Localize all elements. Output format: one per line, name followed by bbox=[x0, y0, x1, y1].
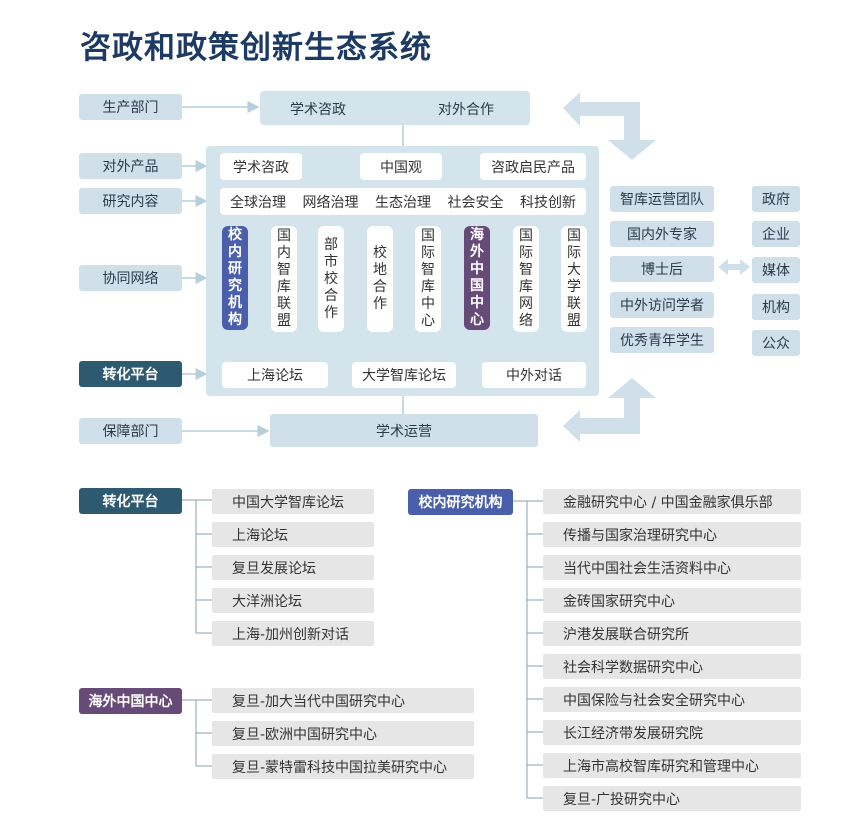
topic-quanqiu: 全球治理 bbox=[230, 194, 286, 211]
arrow-bent-top bbox=[563, 92, 656, 160]
network-xiaodi: 校地合作 bbox=[367, 226, 393, 332]
double-arrow bbox=[718, 259, 750, 275]
list-item: 复旦-欧洲中国研究中心 bbox=[212, 721, 474, 746]
network-guoji-wangluo: 国际智库网络 bbox=[513, 226, 539, 332]
topic-keji: 科技创新 bbox=[520, 194, 576, 211]
list-header-haiwai: 海外中国中心 bbox=[79, 688, 182, 714]
topic-shengtai: 生态治理 bbox=[375, 194, 431, 211]
top-box-hezuo: 对外合作 bbox=[438, 102, 494, 118]
audience-qiye: 企业 bbox=[752, 221, 800, 247]
audience-jigou: 机构 bbox=[752, 294, 800, 320]
list-item: 金融研究中心 / 中国金融家俱乐部 bbox=[543, 489, 801, 514]
list-item: 复旦-蒙特雷科技中国拉美研究中心 bbox=[212, 754, 474, 779]
platform-zhongwai: 中外对话 bbox=[482, 362, 586, 388]
network-guoji-zhongxin: 国际智库中心 bbox=[415, 226, 441, 332]
list-item: 上海论坛 bbox=[212, 522, 374, 547]
label-shengchan: 生产部门 bbox=[79, 94, 182, 120]
list-item: 沪港发展联合研究所 bbox=[543, 621, 801, 646]
bottom-box: 学术运营 bbox=[270, 414, 538, 447]
team-boshihou: 博士后 bbox=[610, 256, 714, 282]
label-chanpin: 对外产品 bbox=[79, 153, 182, 179]
product-xueshu: 学术咨政 bbox=[220, 153, 302, 180]
label-baozhang: 保障部门 bbox=[79, 418, 182, 444]
list-item: 大洋洲论坛 bbox=[212, 588, 374, 613]
label-wangluo: 协同网络 bbox=[79, 265, 182, 291]
list-item: 传播与国家治理研究中心 bbox=[543, 522, 801, 547]
list-item: 中国保险与社会安全研究中心 bbox=[543, 687, 801, 712]
topic-shehui: 社会安全 bbox=[447, 194, 504, 211]
list-header-xiaonei: 校内研究机构 bbox=[408, 489, 513, 515]
top-box: 学术咨政 对外合作 bbox=[260, 91, 530, 125]
product-qimin: 咨政启民产品 bbox=[480, 153, 586, 180]
label-pingtai: 转化平台 bbox=[79, 361, 182, 387]
platform-daxue: 大学智库论坛 bbox=[352, 362, 456, 388]
list-item: 当代中国社会生活资料中心 bbox=[543, 555, 801, 580]
list-item: 上海-加州创新对话 bbox=[212, 621, 374, 646]
topic-wangluo: 网络治理 bbox=[302, 194, 359, 211]
label-neirong: 研究内容 bbox=[79, 188, 182, 214]
platform-shanghai: 上海论坛 bbox=[222, 362, 328, 388]
top-box-xueshu: 学术咨政 bbox=[290, 102, 346, 118]
list-item: 社会科学数据研究中心 bbox=[543, 654, 801, 679]
list-header-zhuanhua: 转化平台 bbox=[79, 488, 182, 514]
list-item: 复旦发展论坛 bbox=[212, 555, 374, 580]
list-item: 复旦-广投研究中心 bbox=[543, 786, 801, 811]
page-title: 咨政和政策创新生态系统 bbox=[80, 30, 432, 66]
core-system-box bbox=[206, 146, 599, 396]
list-item: 长江经济带发展研究院 bbox=[543, 720, 801, 745]
list-item: 上海市高校智库研究和管理中心 bbox=[543, 753, 801, 778]
list-item: 金砖国家研究中心 bbox=[543, 588, 801, 613]
team-qingnian: 优秀青年学生 bbox=[610, 327, 714, 353]
network-guonei: 国内智库联盟 bbox=[271, 226, 297, 332]
list-item: 复旦-加大当代中国研究中心 bbox=[212, 688, 474, 713]
arrow-bent-bottom bbox=[563, 378, 656, 442]
list-item: 中国大学智库论坛 bbox=[212, 489, 374, 514]
team-zhuanjia: 国内外专家 bbox=[610, 221, 714, 247]
audience-zhengfu: 政府 bbox=[752, 186, 800, 212]
network-haiwai: 海外中国中心 bbox=[464, 226, 490, 330]
network-xiaonei: 校内研究机构 bbox=[222, 226, 248, 330]
topics-row: 全球治理 网络治理 生态治理 社会安全 科技创新 bbox=[220, 188, 586, 215]
audience-gongzhong: 公众 bbox=[752, 330, 800, 356]
network-guoji-daxue: 国际大学联盟 bbox=[561, 226, 587, 332]
team-fangwen: 中外访问学者 bbox=[610, 292, 714, 318]
product-zhongguoguan: 中国观 bbox=[360, 153, 442, 180]
network-bushixiao: 部市校合作 bbox=[318, 226, 344, 332]
audience-meiti: 媒体 bbox=[752, 257, 800, 283]
team-yunying: 智库运营团队 bbox=[610, 186, 714, 212]
